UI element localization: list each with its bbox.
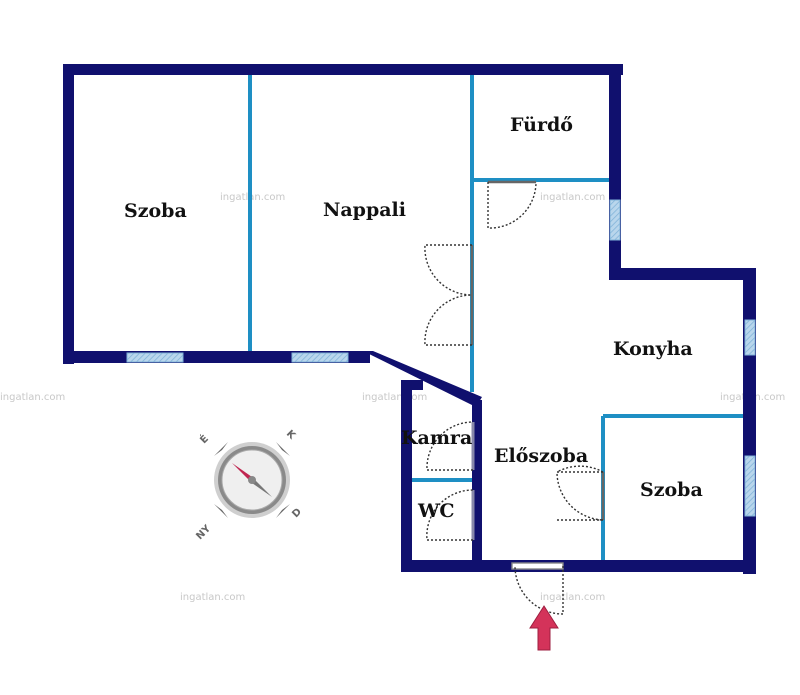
watermark: ingatlan.com [540,592,605,603]
room-label-szoba: Szoba [124,200,187,222]
room-label-eloszoba: Előszoba [494,445,588,467]
door-szoba2 [556,465,605,521]
window [291,352,349,363]
window [744,455,756,517]
window [609,199,621,241]
entrance-arrow-icon [529,605,559,651]
compass-west: NY [194,523,213,542]
door-furdo [487,180,537,229]
windows [126,199,756,517]
compass-icon: É K D NY [194,428,304,542]
watermark: ingatlan.com [220,192,285,203]
watermark: ingatlan.com [540,192,605,203]
watermarks: ingatlan.com ingatlan.com ingatlan.com i… [0,192,785,603]
watermark: ingatlan.com [0,392,65,403]
window [126,352,184,363]
room-label-szoba-2: Szoba [640,479,703,501]
room-label-furdo: Fürdő [510,114,573,136]
compass-north: É [197,432,211,446]
room-labels: Szoba Nappali Fürdő Konyha Kamra Előszob… [124,114,703,522]
door-wc [426,489,475,541]
room-label-nappali: Nappali [323,199,406,221]
room-label-wc: WC [417,500,454,522]
doors [424,180,605,615]
window [744,319,756,356]
watermark: ingatlan.com [362,392,427,403]
door-kamra [426,421,475,471]
room-label-konyha: Konyha [613,338,693,360]
watermark: ingatlan.com [180,592,245,603]
compass-east: K [284,428,298,442]
door-entrance [511,562,564,615]
room-label-kamra: Kamra [401,427,472,449]
door-nappali-double [424,244,474,346]
compass-south: D [290,506,304,520]
